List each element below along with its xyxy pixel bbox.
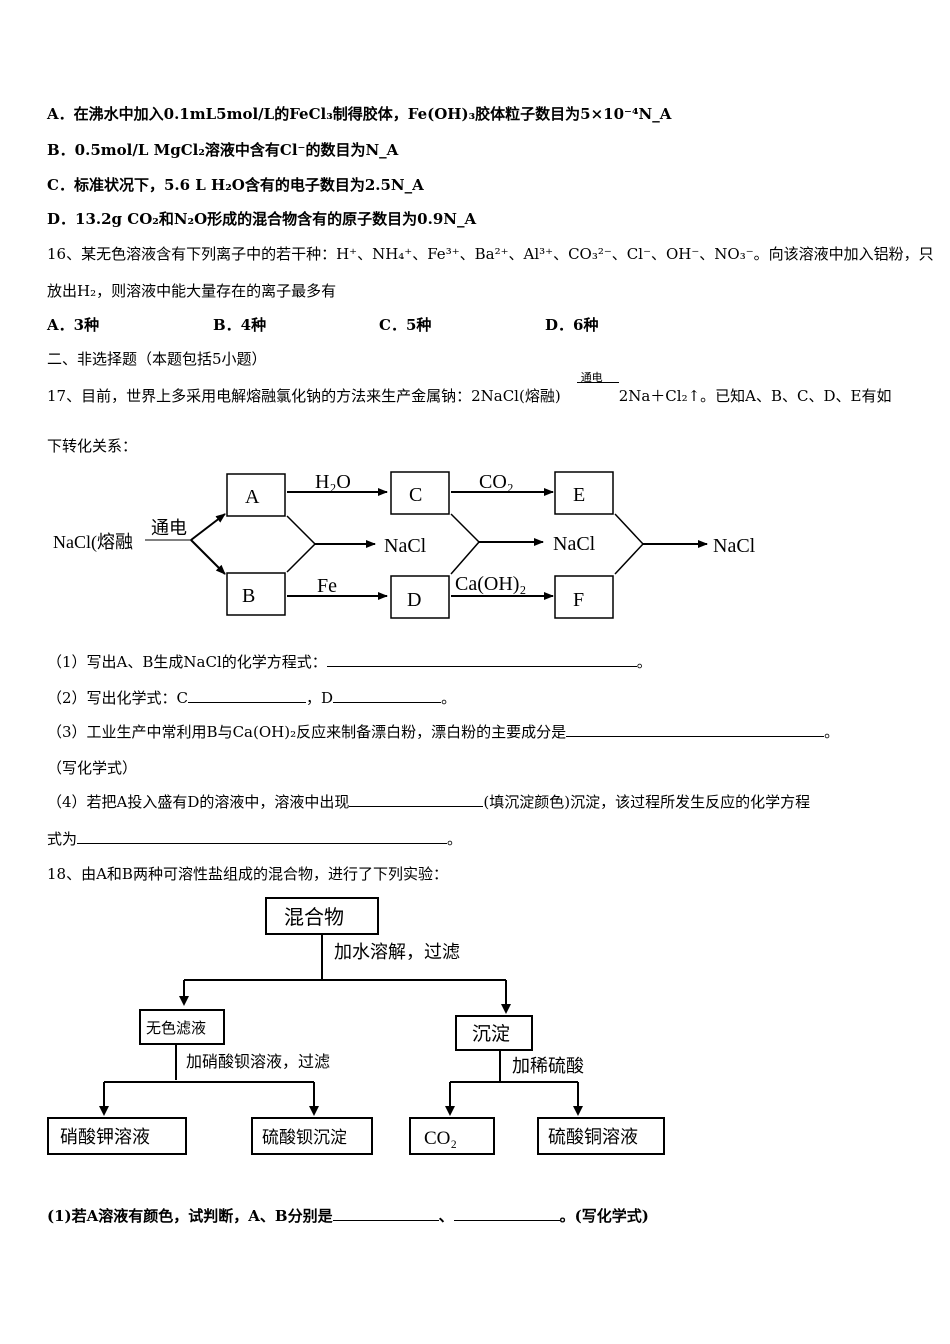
q17-part4-blank-color[interactable] [349, 792, 484, 807]
q17-reaction-condition: 通电 [576, 371, 619, 406]
q18-baso4-label: 硫酸钡沉淀 [262, 1128, 347, 1147]
q18-kno3-label: 硝酸钾溶液 [60, 1127, 150, 1147]
q15-option-b: B．0.5mol/L MgCl₂溶液中含有Cl⁻的数目为N_A [47, 141, 399, 159]
q17-nacl-end: NaCl [713, 535, 756, 557]
q17-part2: （2）写出化学式：C ，D 。 [47, 688, 456, 708]
q16-option: D．6种 [545, 316, 599, 334]
q17-part3-blank[interactable] [566, 722, 825, 737]
q18-stem: 18、由A和B两种可溶性盐组成的混合物，进行了下列实验： [47, 865, 448, 883]
q18-cuso4-label: 硫酸铜溶液 [548, 1127, 638, 1147]
q17-part2-text: （2）写出化学式：C [47, 689, 189, 707]
q18-box-filtrate [139, 1009, 225, 1045]
q17-stem-a: 17、目前，世界上多采用电解熔融氯化钠的方法来生产金属钠：2NaCl(熔融) [47, 387, 561, 405]
q17-box-f [554, 575, 614, 619]
q17-box-a [226, 473, 286, 517]
q17-h2o-label: H₂O [315, 471, 351, 493]
q18-part1: (1)若A溶液有颜色，试判断，A、B分别是 、 。(写化学式) [47, 1206, 649, 1226]
q18-part1-text: (1)若A溶液有颜色，试判断，A、B分别是 [47, 1207, 333, 1225]
q17-caoh2-label: Ca(OH)₂ [455, 573, 526, 595]
q17-co2-label: CO₂ [479, 471, 514, 493]
q17-part3: （3）工业生产中常利用B与Ca(OH)₂反应来制备漂白粉，漂白粉的主要成分是 。 [47, 722, 839, 742]
q17-box-d [390, 575, 450, 619]
q17-box-a-label: A [245, 486, 260, 508]
q17-part2-text-d: ，D [306, 689, 334, 707]
q18-part1-end: 。(写化学式) [559, 1207, 649, 1225]
q17-box-c [390, 471, 450, 515]
q17-part4-end: 。 [447, 830, 463, 848]
q17-part4-line2: 式为 。 [47, 829, 462, 849]
q17-part3-end: 。 [824, 723, 840, 741]
q18-box-baso4 [251, 1117, 373, 1155]
q16-option: C．5种 [379, 316, 432, 334]
q17-part4-blank-equation[interactable] [77, 829, 448, 844]
q17-stem-line2: 下转化关系： [47, 437, 138, 455]
q17-part4-text: （4）若把A投入盛有D的溶液中，溶液中出现 [47, 793, 350, 811]
q17-box-b-label: B [242, 585, 255, 607]
q18-precipitate-label: 沉淀 [472, 1023, 510, 1045]
q17-part4: （4）若把A投入盛有D的溶液中，溶液中出现 (填沉淀颜色)沉淀，该过程所发生反应的… [47, 792, 810, 812]
q17-box-d-label: D [407, 589, 421, 611]
q18-step3-label: 加稀硫酸 [512, 1056, 584, 1076]
q17-part4-text-c: 式为 [47, 830, 78, 848]
q17-part1-end: 。 [636, 653, 652, 671]
q18-mixture-label: 混合物 [284, 906, 344, 929]
q17-nacl-mid1: NaCl [384, 535, 427, 557]
q17-box-c-label: C [409, 484, 422, 506]
q17-part2-end: 。 [441, 689, 457, 707]
q17-flow-diagram: NaCl(熔融 通电 A B H₂O Fe NaCl C D CO₂ Ca(OH… [53, 471, 756, 619]
q17-nacl-start-label: NaCl(熔融 [53, 532, 133, 553]
q17-stem-b: 2Na＋Cl₂↑。已知A、B、C、D、E有如 [618, 387, 892, 405]
q17-nacl-mid2: NaCl [553, 533, 596, 555]
q16-stem-line1: 16、某无色溶液含有下列离子中的若干种：H⁺、NH₄⁺、Fe³⁺、Ba²⁺、Al… [47, 245, 934, 263]
q16-option: A．3种 [47, 316, 100, 334]
q17-part3-text: （3）工业生产中常利用B与Ca(OH)₂反应来制备漂白粉，漂白粉的主要成分是 [47, 723, 567, 741]
q15-option-d: D．13.2g CO₂和N₂O形成的混合物含有的原子数目为0.9N_A [47, 210, 477, 228]
q18-box-precipitate [455, 1015, 533, 1051]
q17-part4-text-b: (填沉淀颜色)沉淀，该过程所发生反应的化学方程 [483, 793, 811, 811]
q15-option-a: A．在沸水中加入0.1mL5mol/L的FeCl₃制得胶体，Fe(OH)₃胶体粒… [47, 105, 672, 123]
q18-flow-diagram: 混合物 加水溶解，过滤 无色滤液 沉淀 加硝酸钡溶液，过滤 加稀硫酸 硝酸钾溶液… [47, 897, 665, 1155]
q17-part1-text: （1）写出A、B生成NaCl的化学方程式： [47, 653, 327, 671]
q17-part1-blank[interactable] [326, 652, 637, 667]
q17-start-condition: 通电 [151, 518, 187, 538]
q18-part1-blank-b[interactable] [453, 1206, 560, 1221]
q17-stem-line1: 17、目前，世界上多采用电解熔融氯化钠的方法来生产金属钠：2NaCl(熔融) 通电… [47, 371, 892, 406]
q17-box-e-label: E [573, 484, 585, 506]
q16-stem-line2: 放出H₂，则溶液中能大量存在的离子最多有 [47, 282, 337, 300]
q16-options: A．3种 B．4种 C．5种 D．6种 [47, 315, 711, 335]
q17-part3-note: （写化学式） [47, 759, 138, 777]
q18-box-cuso4 [537, 1117, 665, 1155]
q18-part1-sep: 、 [438, 1207, 454, 1225]
q17-part2-blank-d[interactable] [333, 688, 442, 703]
q17-box-b [226, 572, 286, 616]
q17-part2-blank-c[interactable] [188, 688, 307, 703]
q15-option-c: C．标准状况下，5.6 L H₂O含有的电子数目为2.5N_A [47, 176, 424, 194]
section-heading: 二、非选择题（本题包括5小题） [47, 350, 267, 368]
q18-filtrate-label: 无色滤液 [146, 1020, 206, 1037]
q17-part1: （1）写出A、B生成NaCl的化学方程式： 。 [47, 652, 652, 672]
q18-step2-label: 加硝酸钡溶液，过滤 [186, 1053, 330, 1071]
q18-box-kno3 [47, 1117, 187, 1155]
q18-co2-label: CO₂ [424, 1128, 457, 1149]
q17-fe-label: Fe [317, 575, 337, 597]
q17-condition-label: 通电 [580, 371, 603, 384]
q18-step1-label: 加水溶解，过滤 [334, 942, 460, 962]
q16-option: B．4种 [213, 316, 267, 334]
q18-part1-blank-a[interactable] [332, 1206, 439, 1221]
q17-box-e [554, 471, 614, 515]
q17-box-f-label: F [573, 589, 584, 611]
q18-box-co2 [409, 1117, 495, 1155]
